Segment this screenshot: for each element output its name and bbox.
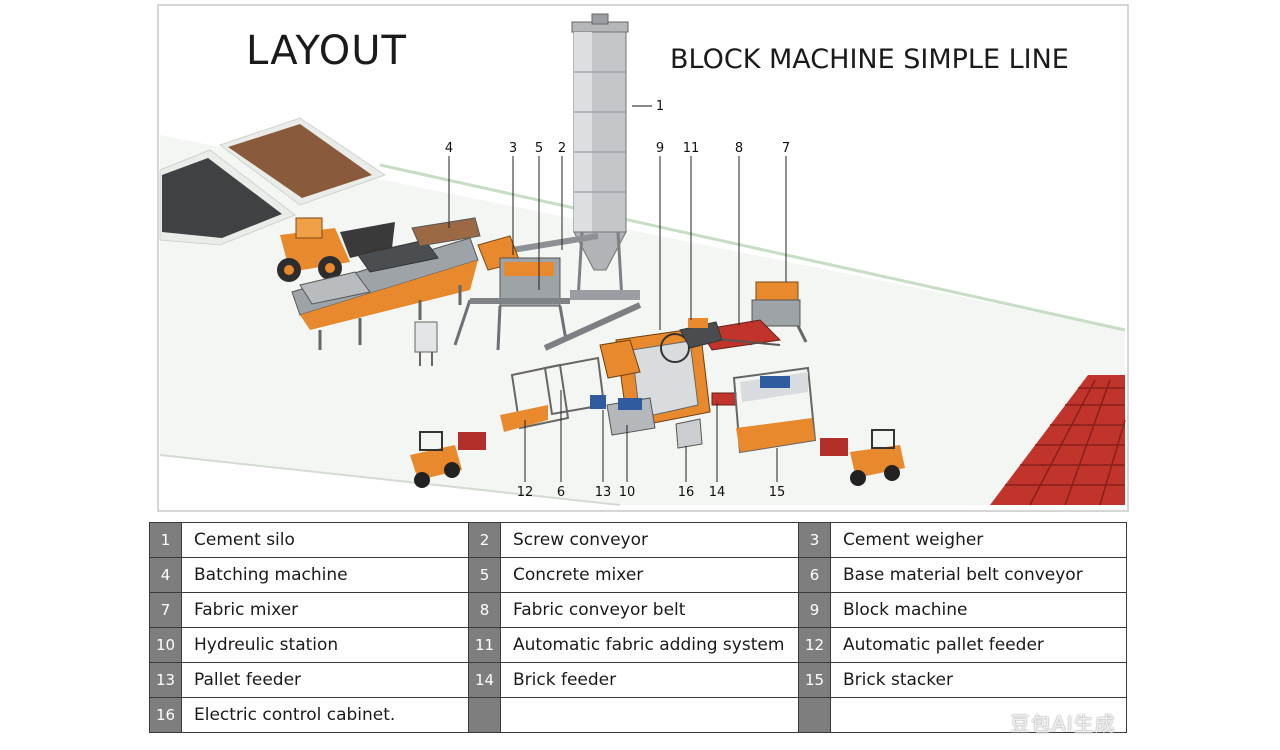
legend-item: Base material belt conveyor <box>830 557 1127 593</box>
callout-8: 8 <box>734 141 744 156</box>
plant-layout-illustration <box>157 4 1129 512</box>
legend-number: 11 <box>468 627 501 663</box>
screw-conveyor <box>499 233 599 255</box>
legend-item: Hydreulic station <box>181 627 469 663</box>
legend-item: Pallet feeder <box>181 662 469 698</box>
legend-number: 3 <box>798 522 831 558</box>
callout-6: 6 <box>556 485 566 500</box>
legend-number: 16 <box>149 697 182 733</box>
legend-row: 16 Electric control cabinet. <box>149 697 1127 733</box>
aggregate-pile-dark <box>159 149 297 246</box>
batcher-control-box <box>414 321 438 366</box>
legend-number: 4 <box>149 557 182 593</box>
aggregate-pile-brown <box>218 117 387 206</box>
legend-number: 5 <box>468 557 501 593</box>
legend-number: 15 <box>798 662 831 698</box>
brick-feeder <box>711 392 737 406</box>
electric-cabinet <box>675 418 703 449</box>
legend-item: Electric control cabinet. <box>181 697 469 733</box>
callout-16: 16 <box>677 485 695 500</box>
legend-item: Automatic fabric adding system <box>500 627 799 663</box>
callout-5: 5 <box>534 141 544 156</box>
cement-silo <box>570 13 640 301</box>
legend-number-empty <box>468 697 501 733</box>
line-title: BLOCK MACHINE SIMPLE LINE <box>670 44 1069 75</box>
legend-item: Automatic pallet feeder <box>830 627 1127 663</box>
legend-number: 9 <box>798 592 831 628</box>
callout-leaders <box>448 156 787 482</box>
legend-item: Brick feeder <box>500 662 799 698</box>
callout-14: 14 <box>708 485 726 500</box>
layout-title: LAYOUT <box>246 28 407 74</box>
legend-item: Block machine <box>830 592 1127 628</box>
concrete-mixer <box>453 235 570 351</box>
legend-item-empty <box>830 697 1127 733</box>
pallet-feeder <box>500 356 606 432</box>
legend-row: 7 Fabric mixer 8 Fabric conveyor belt 9 … <box>149 592 1127 628</box>
legend-item: Cement silo <box>181 522 469 558</box>
callout-1: 1 <box>655 99 665 114</box>
legend-number: 1 <box>149 522 182 558</box>
callout-2: 2 <box>557 141 567 156</box>
brick-stacker <box>732 366 817 454</box>
legend-number: 10 <box>149 627 182 663</box>
base-material-belt <box>543 302 642 351</box>
legend-item: Brick stacker <box>830 662 1127 698</box>
batching-machine <box>291 217 481 350</box>
legend-item: Screw conveyor <box>500 522 799 558</box>
legend-number: 6 <box>798 557 831 593</box>
legend-row: 13 Pallet feeder 14 Brick feeder 15 Bric… <box>149 662 1127 698</box>
legend-item: Fabric conveyor belt <box>500 592 799 628</box>
callout-13: 13 <box>594 485 612 500</box>
callout-11: 11 <box>682 141 700 156</box>
callout-4: 4 <box>444 141 454 156</box>
legend-number-empty <box>798 697 831 733</box>
forklift-right <box>820 429 905 486</box>
legend-number: 2 <box>468 522 501 558</box>
legend-number: 13 <box>149 662 182 698</box>
legend-item: Cement weigher <box>830 522 1127 558</box>
hydraulic-station <box>606 397 656 436</box>
legend-item-empty <box>500 697 799 733</box>
legend-number: 8 <box>468 592 501 628</box>
callout-15: 15 <box>768 485 786 500</box>
legend-row: 10 Hydreulic station 11 Automatic fabric… <box>149 627 1127 663</box>
legend-item: Fabric mixer <box>181 592 469 628</box>
callout-3: 3 <box>508 141 518 156</box>
legend-number: 14 <box>468 662 501 698</box>
legend-item: Batching machine <box>181 557 469 593</box>
callout-12: 12 <box>516 485 534 500</box>
forklift-left <box>410 431 486 488</box>
legend-item: Concrete mixer <box>500 557 799 593</box>
brick-yard <box>990 375 1126 506</box>
wheel-loader <box>277 217 395 282</box>
legend-table: 1 Cement silo 2 Screw conveyor 3 Cement … <box>149 522 1127 733</box>
block-machine <box>599 318 723 429</box>
callout-7: 7 <box>781 141 791 156</box>
legend-number: 7 <box>149 592 182 628</box>
legend-row: 4 Batching machine 5 Concrete mixer 6 Ba… <box>149 557 1127 593</box>
legend-row: 1 Cement silo 2 Screw conveyor 3 Cement … <box>149 522 1127 558</box>
legend-number: 12 <box>798 627 831 663</box>
watermark: 豆包AI生成 <box>1010 712 1116 736</box>
callout-9: 9 <box>655 141 665 156</box>
callout-10: 10 <box>618 485 636 500</box>
